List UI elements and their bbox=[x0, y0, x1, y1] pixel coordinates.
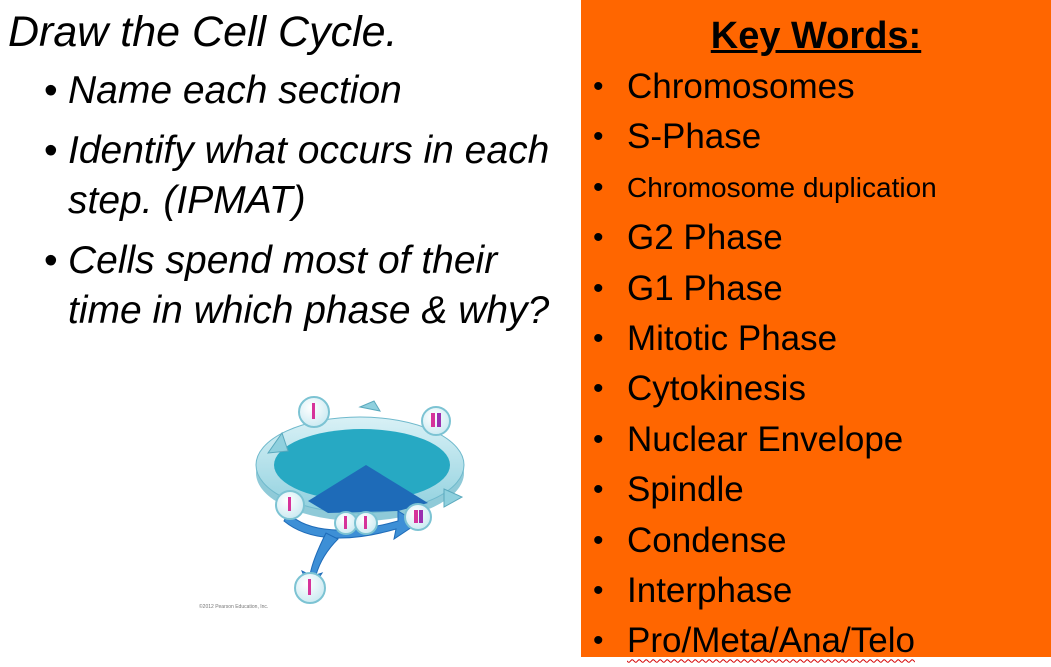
key-word-item: Chromosomes bbox=[581, 62, 1051, 113]
cell-cycle-diagram bbox=[255, 396, 465, 604]
cell-icon bbox=[275, 490, 305, 520]
key-word-item: G1 Phase bbox=[581, 264, 1051, 315]
cell-icon bbox=[298, 396, 330, 428]
cell-icon bbox=[354, 511, 378, 535]
key-word-item: Mitotic Phase bbox=[581, 314, 1051, 365]
key-word-item: S-Phase bbox=[581, 112, 1051, 163]
key-word-item: Cytokinesis bbox=[581, 364, 1051, 415]
instruction-list: • Name each section • Identify what occu… bbox=[0, 66, 580, 336]
ring-arrow-icon bbox=[358, 400, 382, 412]
cell-icon bbox=[334, 511, 358, 535]
instruction-text: Name each section bbox=[68, 69, 402, 112]
key-word-item: Nuclear Envelope bbox=[581, 415, 1051, 466]
instruction-item: • Name each section bbox=[0, 66, 568, 116]
instructions-section: Draw the Cell Cycle. • Name each section… bbox=[0, 8, 580, 610]
key-word-text: Pro/Meta/Ana/Telo bbox=[627, 621, 915, 661]
key-word-item: Chromosome duplication bbox=[581, 163, 1051, 214]
key-word-item: Spindle bbox=[581, 465, 1051, 516]
key-word-item: Pro/Meta/Ana/Telo bbox=[581, 616, 1051, 667]
bullet-icon: • bbox=[44, 239, 58, 282]
mitosis-arrow bbox=[283, 510, 419, 541]
instruction-item: • Identify what occurs in each step. (IP… bbox=[0, 126, 568, 226]
image-credit: ©2012 Pearson Education, Inc. bbox=[199, 604, 269, 610]
key-word-item: Condense bbox=[581, 516, 1051, 567]
instruction-text: Cells spend most of their time in which … bbox=[68, 239, 550, 332]
ring-arrow-icon bbox=[443, 488, 464, 508]
cell-icon bbox=[294, 572, 326, 604]
key-word-item: G2 Phase bbox=[581, 213, 1051, 264]
slide-title: Draw the Cell Cycle. bbox=[8, 8, 398, 56]
instruction-item: • Cells spend most of their time in whic… bbox=[0, 236, 568, 336]
mitotic-wedge bbox=[308, 465, 428, 513]
key-words-list: Chromosomes S-Phase Chromosome duplicati… bbox=[581, 62, 1051, 667]
bullet-icon: • bbox=[44, 69, 58, 112]
cell-icon bbox=[404, 503, 432, 531]
bullet-icon: • bbox=[44, 129, 58, 172]
key-words-panel: Key Words: Chromosomes S-Phase Chromosom… bbox=[581, 0, 1051, 667]
instruction-text: Identify what occurs in each step. (IPMA… bbox=[68, 129, 550, 222]
key-word-item: Interphase bbox=[581, 566, 1051, 617]
key-words-heading: Key Words: bbox=[710, 15, 922, 57]
cell-icon bbox=[421, 406, 451, 436]
interphase-center bbox=[274, 429, 450, 501]
ring-arrow-icon bbox=[266, 431, 289, 454]
